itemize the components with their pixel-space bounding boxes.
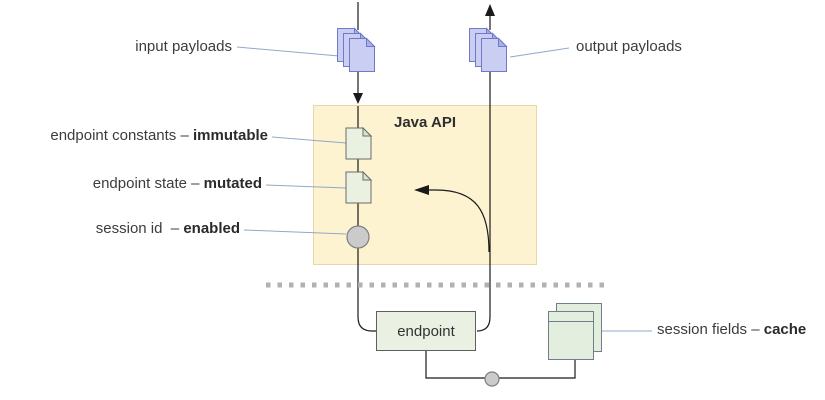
output-payloads-document-stack-icon [469, 27, 508, 72]
label-session-fields-emphasis: cache [763, 321, 807, 338]
session-fields-card-stack-icon [548, 303, 602, 360]
label-endpoint-constants-text: endpoint constants – [50, 127, 193, 144]
label-session-id: session id – enabled [96, 220, 240, 238]
arrowhead-output-up-icon [485, 4, 495, 16]
session-id-circle-icon [346, 225, 370, 249]
connector-output-payloads [509, 47, 570, 58]
java-api-title: Java API [394, 114, 456, 131]
label-session-id-emphasis: enabled [183, 220, 240, 237]
input-payloads-document-stack-icon [337, 27, 376, 72]
label-endpoint-state-emphasis: mutated [203, 175, 262, 192]
label-session-id-text: session id – [95, 220, 184, 237]
flow-paths [357, 2, 576, 379]
label-session-fields-text: session fields – [657, 321, 764, 338]
mutation-arrow-curve [429, 189, 490, 253]
cache-flow-line [425, 351, 576, 379]
endpoint-box: endpoint [376, 311, 476, 351]
arrowhead-into-api-icon [353, 93, 363, 104]
document-icon [349, 37, 376, 72]
endpoint-state-note-icon [345, 171, 373, 204]
label-endpoint-state-text: endpoint state – [92, 175, 204, 192]
connector-session-id [243, 229, 347, 235]
label-output-payloads: output payloads [576, 38, 682, 55]
connector-endpoint-state [265, 184, 347, 189]
output-flow-line-main [476, 70, 491, 332]
label-connector-lines [236, 46, 652, 332]
arrowheads [353, 4, 495, 195]
connector-input-payloads [236, 46, 340, 57]
label-endpoint-state: endpoint state – mutated [93, 175, 262, 193]
label-endpoint-constants: endpoint constants – immutable [50, 127, 268, 145]
note-fold [362, 127, 373, 137]
endpoint-box-label: endpoint [397, 322, 455, 340]
arrowhead-into-state-icon [414, 185, 429, 195]
junction-circle-icon [484, 371, 500, 387]
note-fold [362, 171, 373, 181]
endpoint-constants-note-icon [345, 127, 373, 160]
card-front [548, 311, 594, 360]
label-input-payloads: input payloads [135, 38, 232, 55]
connector-endpoint-constants [271, 136, 347, 144]
label-session-fields: session fields – cache [657, 321, 806, 339]
input-flow-line-main [357, 106, 377, 332]
label-endpoint-constants-emphasis: immutable [192, 127, 268, 144]
document-icon [481, 37, 508, 72]
